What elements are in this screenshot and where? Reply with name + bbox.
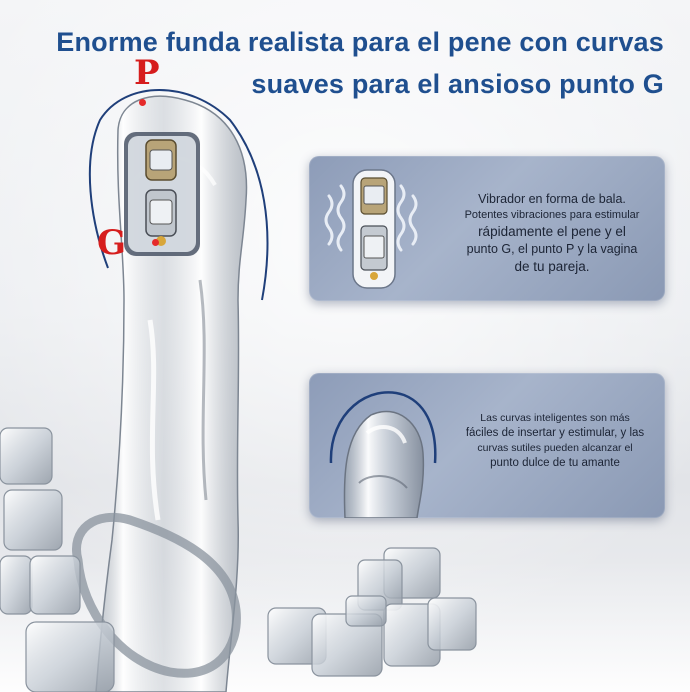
g-spot-dot [152, 239, 159, 246]
card1-line-3: rápidamente el pene y el [478, 224, 626, 239]
vibration-wave-icon [324, 184, 418, 252]
headline-line-1: Enorme funda realista para el pene con c… [56, 27, 664, 58]
ice-cube-icon [0, 427, 477, 692]
card1-line-2: Potentes vibraciones para estimular [464, 209, 640, 221]
card1-line-5: de tu pareja. [514, 259, 590, 274]
bullet-vibrator-icon [145, 139, 177, 246]
card2-line-3: curvas sutiles pueden alcanzar el [477, 442, 633, 454]
g-spot-label: G [97, 223, 127, 263]
sleeve-ring [72, 512, 241, 678]
p-spot-label: P [134, 53, 160, 93]
tip-closeup-graphic [329, 391, 437, 518]
card2-line-2: fáciles de insertar y estimular, y las [465, 427, 645, 439]
contour-outline [88, 89, 269, 301]
feature-card-vibrator: Vibrador en forma de bala. Potentes vibr… [309, 156, 665, 301]
feature-card-curves-text: Las curvas inteligentes son más fáciles … [449, 411, 661, 471]
p-spot-dot [139, 99, 146, 106]
vibrator-graphic [324, 169, 418, 289]
feature-card-vibrator-text: Vibrador en forma de bala. Potentes vibr… [445, 191, 659, 276]
card1-line-1: Vibrador en forma de bala. [478, 192, 626, 206]
card1-line-4: punto G, el punto P y la vagina [466, 242, 638, 256]
headline-line-2: suaves para el ansioso punto G [251, 69, 664, 100]
feature-card-curves: Las curvas inteligentes son más fáciles … [309, 373, 665, 518]
card2-line-4: punto dulce de tu amante [490, 457, 620, 469]
card2-line-1: Las curvas inteligentes son más [480, 412, 630, 424]
